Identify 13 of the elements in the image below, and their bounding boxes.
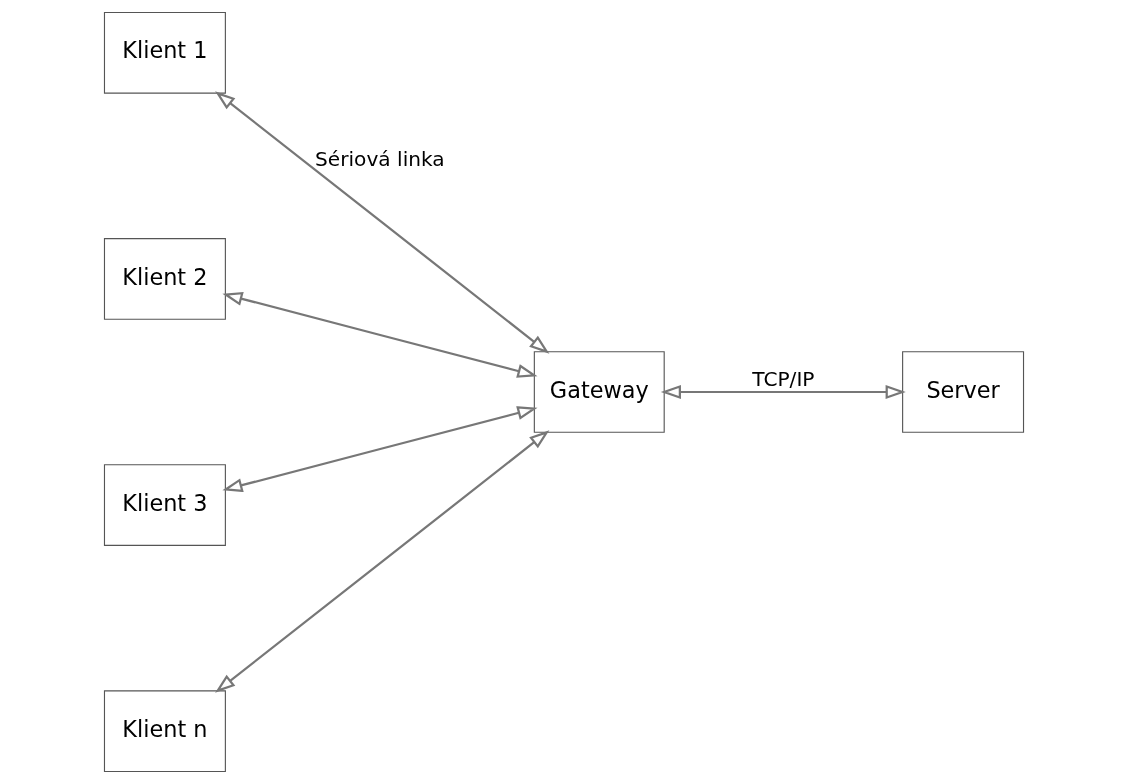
arrow — [222, 406, 538, 493]
node-box: Server — [902, 351, 1025, 433]
arrow — [215, 430, 550, 693]
node-box: Klient 3 — [103, 464, 226, 546]
node-box: Klient 1 — [103, 11, 226, 94]
arrow — [660, 384, 906, 400]
node-box: Gateway — [533, 351, 665, 433]
node-box: Klient n — [103, 690, 226, 773]
edge-label: Sériová linka — [315, 147, 445, 172]
arrow — [215, 91, 550, 354]
node-box: Klient 2 — [103, 238, 226, 320]
edge-label: TCP/IP — [752, 366, 815, 391]
arrow — [222, 291, 538, 378]
